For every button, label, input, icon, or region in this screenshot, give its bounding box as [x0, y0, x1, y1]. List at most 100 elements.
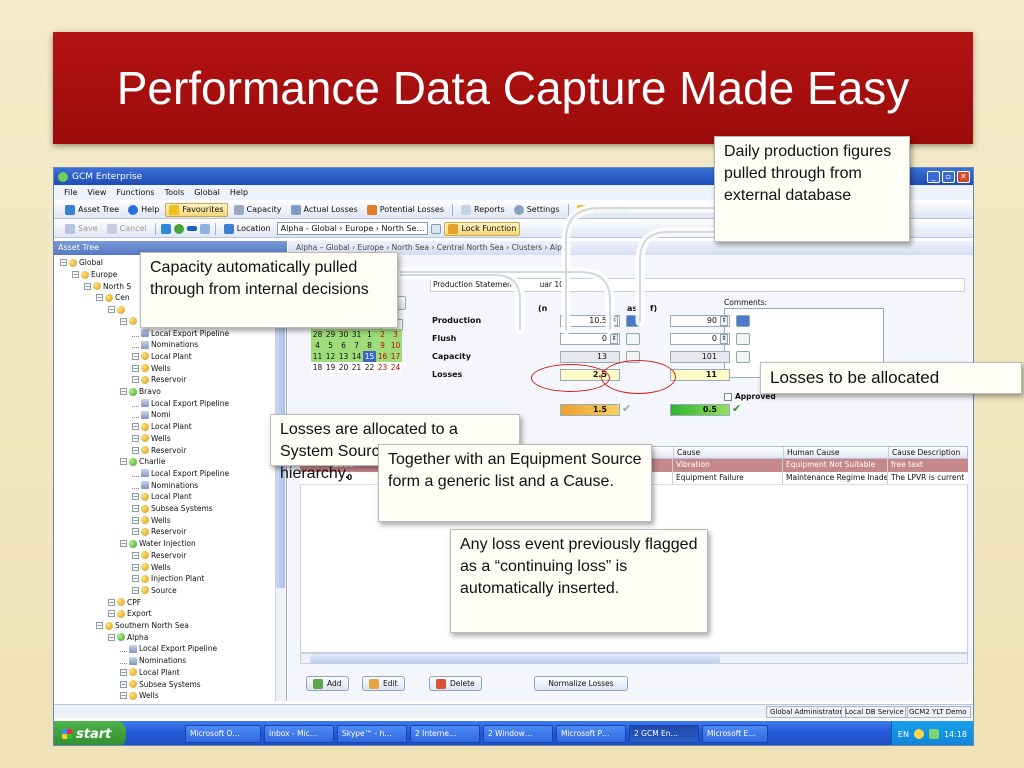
col-cause-description[interactable]: Cause Description: [888, 447, 969, 458]
spinner-icon[interactable]: ⇕: [720, 334, 728, 344]
task-item[interactable]: 2 Interne…: [410, 725, 480, 743]
approved-checkbox[interactable]: Approved: [724, 392, 776, 401]
production-oil-field[interactable]: 0: [560, 333, 620, 345]
help-button[interactable]: Help: [125, 204, 162, 216]
shield-icon[interactable]: [173, 223, 184, 234]
tree-node[interactable]: −Southern North Sea: [96, 620, 189, 632]
tree-node[interactable]: Nominations: [132, 339, 198, 351]
tree-node[interactable]: −Global: [60, 257, 103, 269]
col-human-cause[interactable]: Human Cause: [783, 447, 888, 458]
minimize-icon[interactable]: _: [927, 170, 940, 183]
tree-node[interactable]: −Local Plant: [120, 667, 180, 679]
expand-toggle-icon[interactable]: −: [120, 668, 127, 676]
calendar-day[interactable]: 4: [311, 340, 324, 351]
tree-node[interactable]: Local Export Pipeline: [120, 643, 217, 655]
tree-node[interactable]: −Reservoir: [132, 526, 186, 538]
expand-toggle-icon[interactable]: −: [132, 434, 139, 442]
tree-node[interactable]: −Local Plant: [132, 351, 192, 363]
calendar-day[interactable]: 13: [337, 351, 350, 362]
tree-node[interactable]: −Alpha: [108, 631, 148, 643]
task-item[interactable]: Inbox - Mic…: [264, 725, 334, 743]
menu-tools[interactable]: Tools: [164, 188, 185, 197]
expand-toggle-icon[interactable]: −: [120, 680, 127, 688]
tree-node[interactable]: −Injection Plant: [132, 573, 204, 585]
tree-node[interactable]: Nomi: [132, 409, 171, 421]
task-item[interactable]: Skype™ - h…: [337, 725, 407, 743]
tree-node[interactable]: −CPF: [108, 596, 141, 608]
potential-losses-button[interactable]: Potential Losses: [364, 204, 447, 216]
language-indicator[interactable]: EN: [897, 729, 909, 739]
calendar-day[interactable]: 16: [376, 351, 389, 362]
menu-file[interactable]: File: [64, 188, 78, 197]
network-icon[interactable]: [928, 729, 939, 739]
task-item[interactable]: Microsoft P…: [556, 725, 626, 743]
reports-button[interactable]: Reports: [458, 204, 508, 216]
expand-toggle-icon[interactable]: −: [132, 516, 139, 524]
minus-icon[interactable]: [186, 226, 197, 231]
expand-toggle-icon[interactable]: −: [108, 306, 115, 314]
tree-node[interactable]: Local Export Pipeline: [132, 327, 229, 339]
monitor-icon[interactable]: [736, 315, 750, 327]
expand-toggle-icon[interactable]: −: [132, 446, 139, 454]
expand-toggle-icon[interactable]: −: [84, 282, 91, 290]
asset-tree-button[interactable]: Asset Tree: [62, 204, 122, 216]
calendar-day[interactable]: 21: [350, 362, 363, 373]
calendar-day[interactable]: 14: [350, 351, 363, 362]
save-button[interactable]: Save: [62, 223, 101, 235]
calendar-day[interactable]: 30: [337, 329, 350, 340]
task-item-active[interactable]: 2 GCM En…: [629, 725, 699, 743]
tree-node[interactable]: −Source: [132, 585, 177, 597]
expand-toggle-icon[interactable]: −: [120, 458, 127, 466]
expand-toggle-icon[interactable]: −: [132, 575, 139, 583]
spinner-icon[interactable]: ⇕: [610, 334, 618, 344]
spinner-icon[interactable]: ⇕: [720, 316, 728, 326]
tree-node[interactable]: −Wells: [132, 433, 171, 445]
expand-toggle-icon[interactable]: −: [120, 317, 127, 325]
tree-node[interactable]: −Local Plant: [132, 491, 192, 503]
cancel-button[interactable]: Cancel: [104, 223, 150, 235]
calendar-day[interactable]: 18: [311, 362, 324, 373]
tree-node[interactable]: −Wells: [132, 561, 171, 573]
production-oil-field[interactable]: 10.5: [560, 315, 620, 327]
asset-tree[interactable]: −Global−Europe−North S−Cen−−Local Export…: [54, 255, 287, 701]
normalize-losses-button[interactable]: Normalize Losses: [534, 676, 628, 691]
expand-toggle-icon[interactable]: −: [132, 505, 139, 513]
checkbox-box[interactable]: [724, 392, 732, 401]
lock-function-button[interactable]: Lock Function: [444, 221, 521, 236]
window-icon[interactable]: [199, 223, 210, 234]
favourites-button[interactable]: Favourites: [165, 202, 228, 217]
grid-hscroll-thumb[interactable]: [310, 654, 720, 663]
maximize-icon[interactable]: ▫: [942, 170, 955, 183]
expand-toggle-icon[interactable]: −: [120, 540, 127, 548]
tree-node[interactable]: −Charlie: [120, 456, 165, 468]
menu-view[interactable]: View: [87, 188, 107, 197]
tree-node[interactable]: −Export: [108, 608, 152, 620]
settings-button[interactable]: Settings: [511, 204, 563, 216]
col-cause[interactable]: Cause: [673, 447, 783, 458]
task-item[interactable]: 2 Window…: [483, 725, 553, 743]
location-combo[interactable]: Alpha - Global › Europe › North Se…: [276, 222, 429, 235]
calendar-day[interactable]: 15: [363, 351, 376, 362]
calendar-day[interactable]: 3: [389, 329, 402, 340]
production-oil-field[interactable]: 13: [560, 351, 620, 363]
expand-toggle-icon[interactable]: −: [96, 622, 103, 630]
calendar-day[interactable]: 10: [389, 340, 402, 351]
expand-toggle-icon[interactable]: −: [132, 364, 139, 372]
calendar-day[interactable]: 1: [363, 329, 376, 340]
tree-node[interactable]: Nominations: [120, 655, 186, 667]
expand-toggle-icon[interactable]: −: [132, 528, 139, 536]
expand-toggle-icon[interactable]: −: [108, 598, 115, 606]
tree-node[interactable]: −Wells: [132, 362, 171, 374]
expand-toggle-icon[interactable]: −: [108, 633, 115, 641]
expand-toggle-icon[interactable]: −: [120, 692, 127, 700]
actual-losses-button[interactable]: Actual Losses: [288, 204, 361, 216]
document-icon[interactable]: [736, 333, 750, 345]
calendar-day[interactable]: 7: [350, 340, 363, 351]
tree-node[interactable]: −Wells: [120, 690, 159, 701]
calendar-day[interactable]: 23: [376, 362, 389, 373]
expand-toggle-icon[interactable]: −: [132, 423, 139, 431]
tree-node[interactable]: −Europe: [72, 269, 117, 281]
production-gas-field[interactable]: 0: [670, 333, 730, 345]
chevron-down-icon[interactable]: [431, 223, 442, 234]
calendar-day[interactable]: 22: [363, 362, 376, 373]
